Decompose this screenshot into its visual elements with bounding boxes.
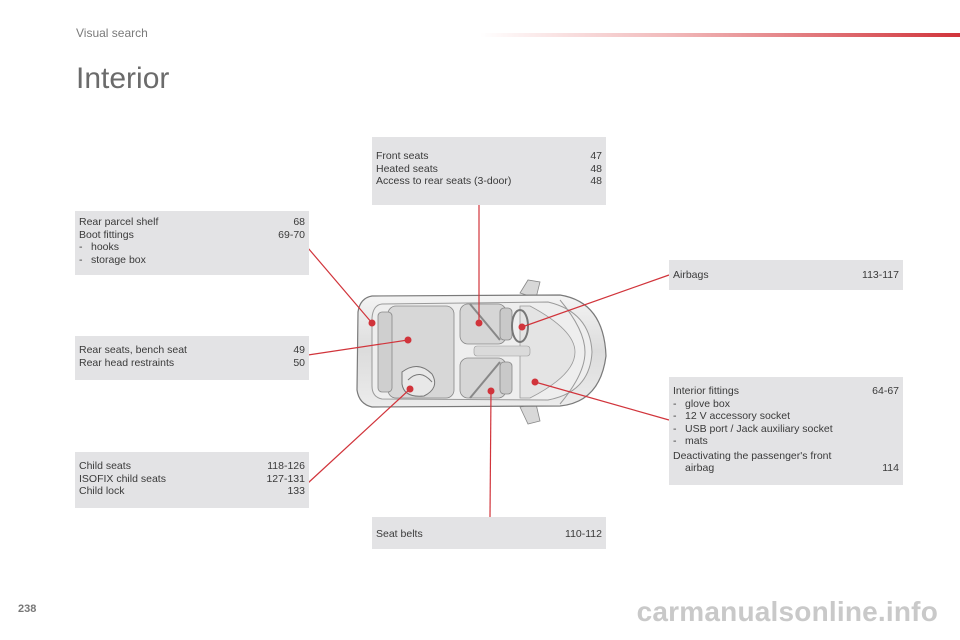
- entry-row: Seat belts 110-112: [376, 528, 602, 541]
- entry-label: Boot fittings: [79, 228, 134, 241]
- entry-page: 113-117: [862, 269, 899, 281]
- entry-label: Child seats: [79, 460, 131, 472]
- entry-row: Rear seats, bench seat 49: [79, 344, 305, 357]
- page-number: 238: [18, 603, 37, 615]
- front-seats-box: Front seats 47 Heated seats 48 Access to r…: [372, 137, 606, 205]
- entry-label: Child lock: [79, 485, 125, 497]
- sub-item: -USB port / Jack auxiliary socket: [673, 423, 899, 436]
- entry-page: 48: [590, 162, 602, 175]
- entry-page: 110-112: [565, 528, 602, 540]
- entry-page: 64-67: [872, 385, 899, 397]
- entry-row: Front seats 47: [376, 150, 602, 163]
- entry-label: Rear seats, bench seat: [79, 344, 187, 356]
- sub-item: -hooks: [79, 241, 305, 254]
- sub-item-label: storage box: [91, 253, 146, 266]
- rear-parcel-shelf-box: Rear parcel shelf 68 Boot fittings 69-70 -…: [75, 211, 309, 275]
- entry-label: Heated seats: [376, 162, 438, 175]
- entry-page: 49: [293, 344, 305, 356]
- bullet: -: [79, 241, 83, 253]
- child-seats-box: Child seats 118-126 ISOFIX child seats 127…: [75, 452, 309, 508]
- entry-row: Interior fittings 64-67: [673, 385, 899, 398]
- sub-item-label: USB port / Jack auxiliary socket: [685, 422, 833, 435]
- sub-item: -mats: [673, 435, 899, 448]
- page-title: Interior: [76, 62, 170, 95]
- entry-row: Access to rear seats (3-door) 48: [376, 175, 602, 188]
- seat-belts-box: Seat belts 110-112: [372, 517, 606, 549]
- bullet: -: [673, 397, 677, 410]
- entry-label: Front seats: [376, 150, 429, 162]
- sub-item: -glove box: [673, 398, 899, 411]
- entry-page: 48: [590, 175, 602, 187]
- sub-item: -storage box: [79, 254, 305, 267]
- entry-page: 114: [882, 462, 899, 474]
- header-accent-bar: [480, 33, 960, 37]
- sub-item-label: mats: [685, 435, 708, 447]
- entry-page: 68: [293, 216, 305, 228]
- entry-row: Boot fittings 69-70: [79, 229, 305, 242]
- entry-label: ISOFIX child seats: [79, 472, 166, 485]
- sub-item-label: glove box: [685, 397, 730, 410]
- bullet: -: [673, 435, 677, 447]
- entry-label: Airbags: [673, 269, 709, 281]
- entry-label: Access to rear seats (3-door): [376, 175, 512, 187]
- bullet: -: [673, 422, 677, 435]
- entry-label: airbag: [685, 462, 715, 474]
- deactivating-line: Deactivating the passenger's front: [673, 449, 832, 462]
- entry-page: 118-126: [267, 460, 305, 472]
- entry-row: Rear head restraints 50: [79, 357, 305, 370]
- leader-lines: [307, 205, 670, 518]
- entry-page: 69-70: [278, 228, 305, 241]
- entry-row: ISOFIX child seats 127-131: [79, 473, 305, 486]
- sub-item: -12 V accessory socket: [673, 410, 899, 423]
- entry-label: Seat belts: [376, 528, 423, 540]
- sub-item-label: hooks: [91, 241, 120, 253]
- entry-page: 127-131: [266, 472, 305, 485]
- entry-page: 50: [293, 356, 305, 369]
- bullet: -: [79, 253, 83, 266]
- entry-label: Interior fittings: [673, 385, 739, 397]
- rear-seats-box: Rear seats, bench seat 49 Rear head restr…: [75, 336, 309, 380]
- bullet: -: [673, 410, 677, 422]
- airbags-box: Airbags 113-117: [669, 260, 903, 290]
- entry-row: airbag 114: [673, 462, 899, 475]
- entry-row: Child lock 133: [79, 485, 305, 498]
- car-body: [356, 279, 607, 425]
- sub-item-label: 12 V accessory socket: [685, 410, 791, 422]
- section-header: Visual search: [76, 26, 148, 40]
- entry-row: Airbags 113-117: [673, 269, 899, 282]
- entry-page: 133: [287, 485, 305, 497]
- entry-row: Child seats 118-126: [79, 460, 305, 473]
- entry-page: 47: [590, 150, 602, 162]
- leader-points: [368, 319, 539, 395]
- watermark: carmanualsonline.info: [636, 596, 938, 627]
- entry-row: Heated seats 48: [376, 163, 602, 176]
- entry-label: Rear parcel shelf: [79, 216, 159, 228]
- entry-row: Rear parcel shelf 68: [79, 216, 305, 229]
- entry-label: Rear head restraints: [79, 356, 175, 369]
